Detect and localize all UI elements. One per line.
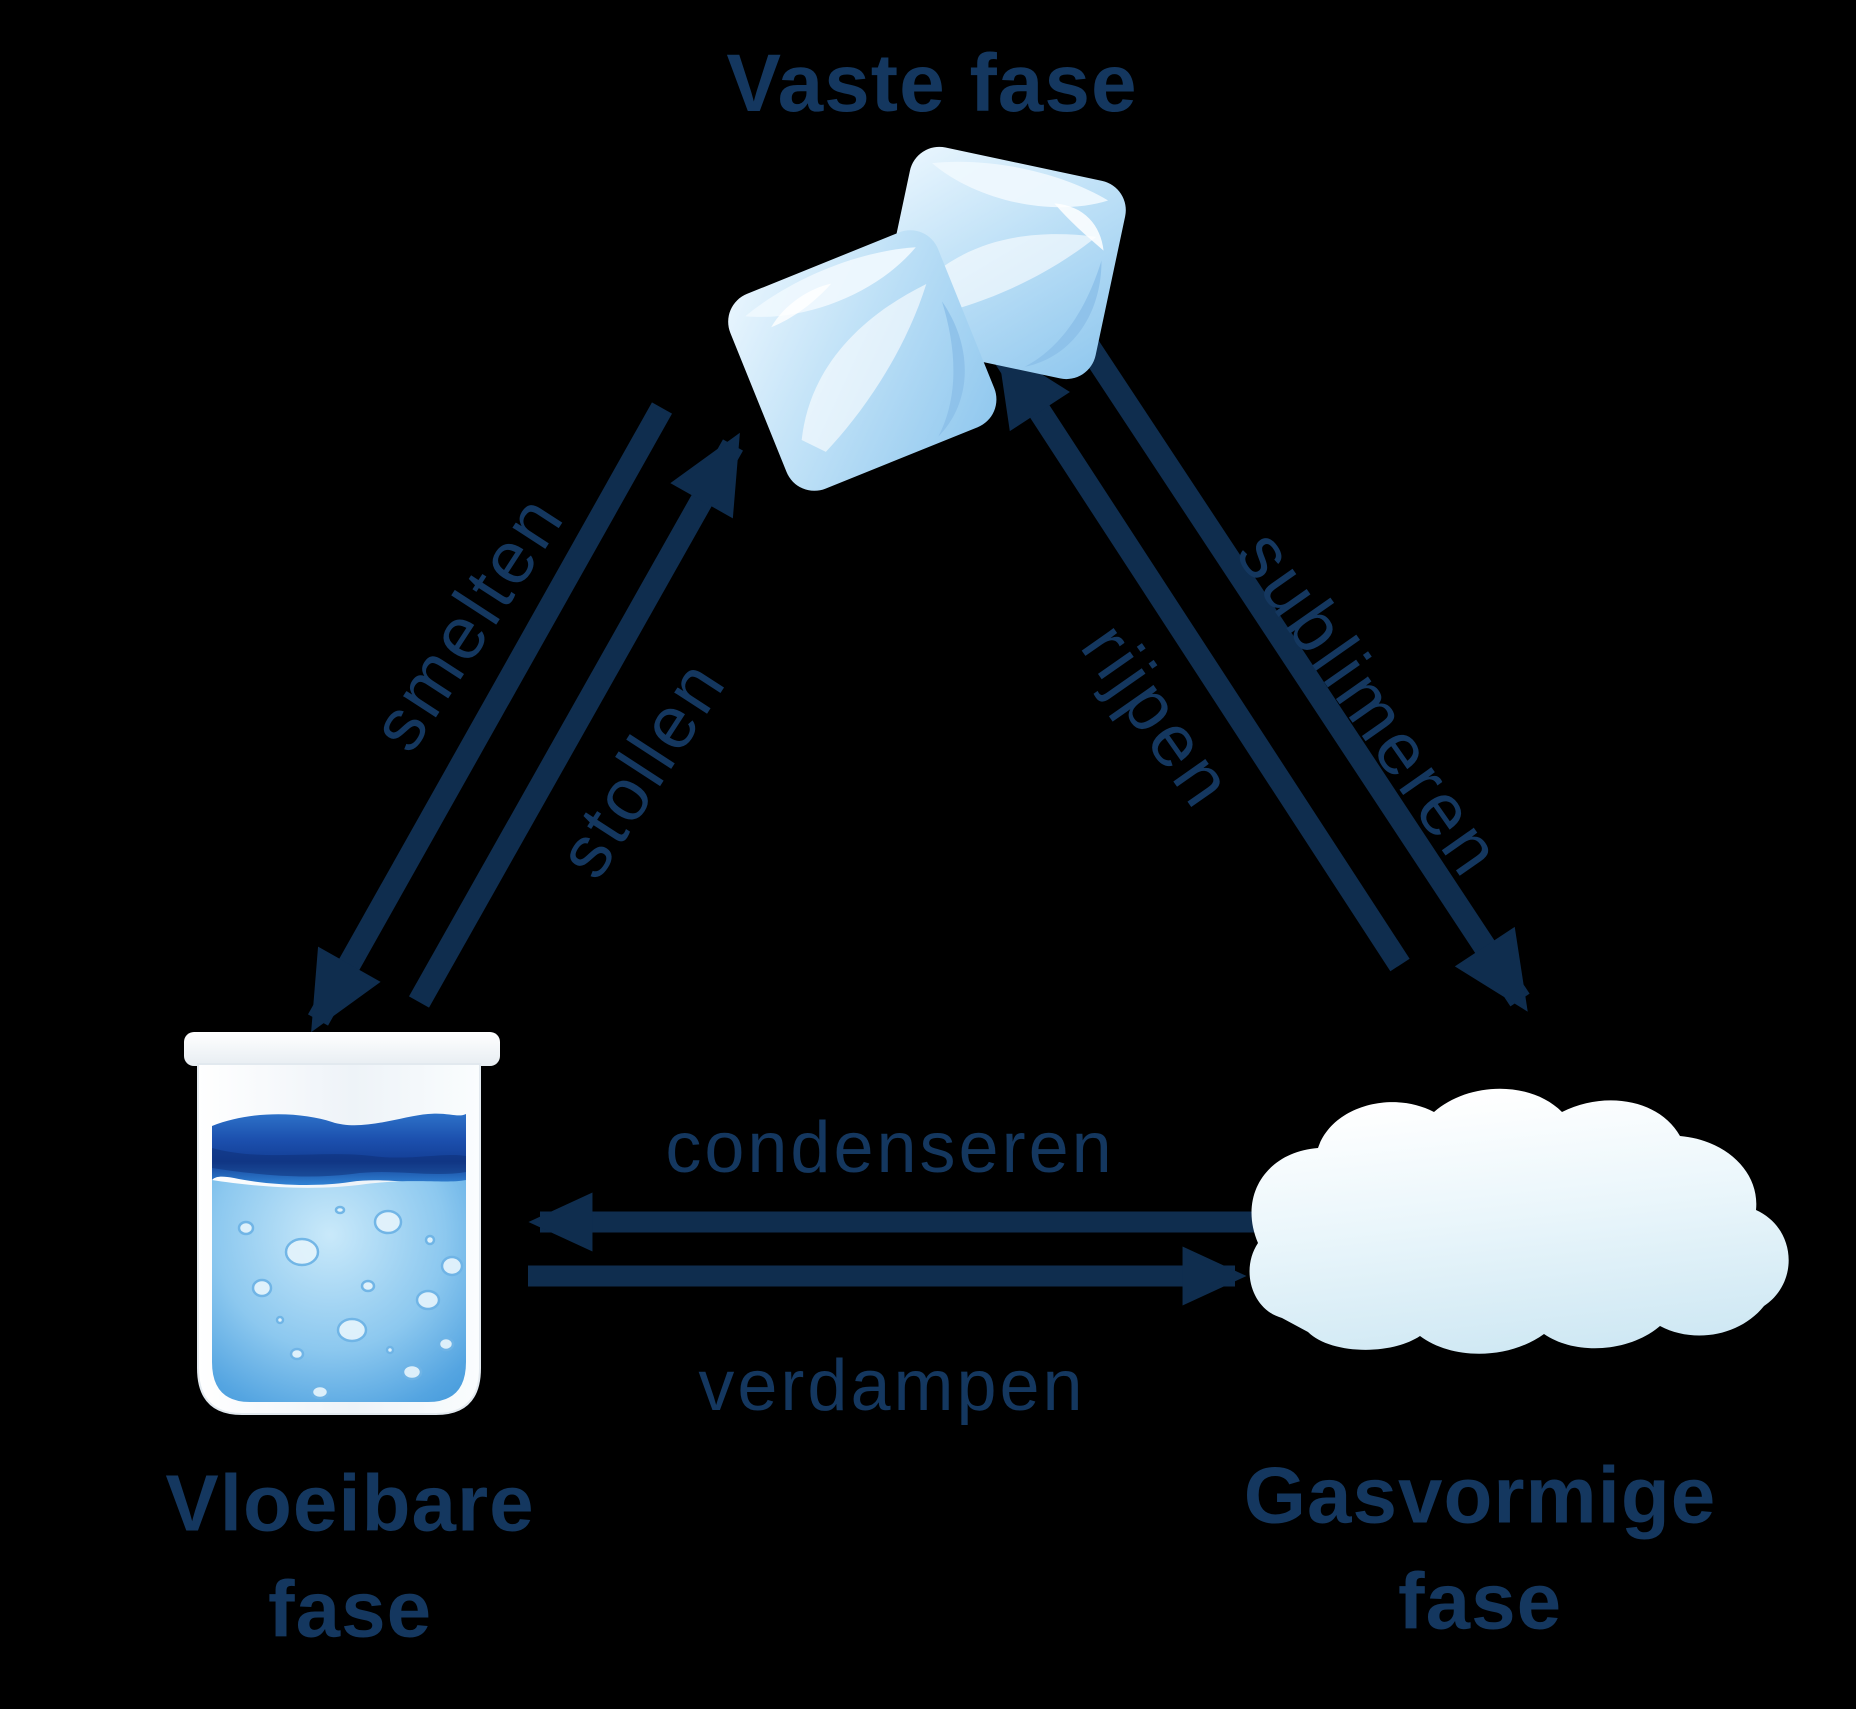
rijpen-arrow	[995, 346, 1410, 972]
gas-phase-label: Gasvormige fase	[1243, 1450, 1717, 1645]
cloud-icon	[1249, 1088, 1789, 1354]
beaker-rim	[184, 1032, 500, 1066]
water-surface-shadow	[212, 1148, 466, 1177]
solid-phase-label: Vaste fase	[726, 38, 1138, 129]
verdampen-label: verdampen	[698, 1346, 1086, 1426]
transition-arrows	[307, 311, 1530, 1306]
ice-cubes-icon	[728, 146, 1126, 491]
liquid-phase-label: Vloeibare fase	[165, 1458, 535, 1653]
water-beaker-icon	[184, 1032, 500, 1415]
stollen-arrow	[408, 432, 744, 1008]
condenseren-label: condenseren	[665, 1108, 1115, 1188]
sublimeren-arrow	[1060, 311, 1530, 1012]
water-bubbles	[237, 1205, 464, 1400]
water-body	[212, 1180, 466, 1402]
smelten-arrow	[307, 402, 673, 1033]
